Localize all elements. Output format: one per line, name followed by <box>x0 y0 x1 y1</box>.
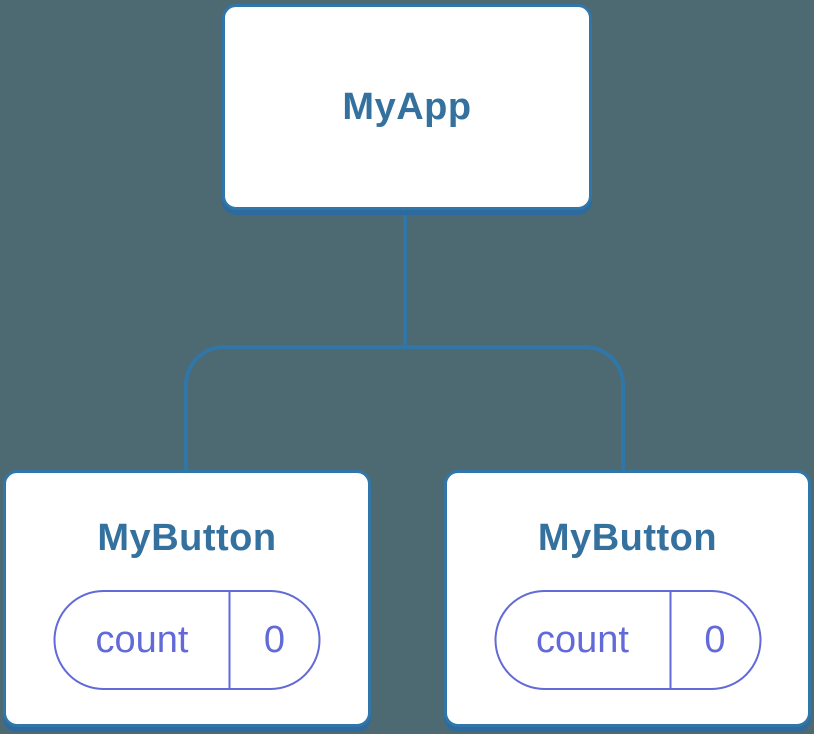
state-value: 0 <box>228 592 319 688</box>
component-node-myapp: MyApp <box>222 4 592 210</box>
state-name: count <box>536 618 629 661</box>
component-node-mybutton-left: MyButton count 0 <box>3 470 371 727</box>
node-label: MyButton <box>97 517 277 559</box>
node-label: MyApp <box>342 85 472 128</box>
node-label: MyButton <box>537 517 718 559</box>
connector-children-bracket <box>184 345 625 470</box>
state-pill: count 0 <box>53 590 321 690</box>
state-value: 0 <box>669 592 759 688</box>
component-node-mybutton-right: MyButton count 0 <box>444 470 811 727</box>
connector-root-stem <box>403 210 407 349</box>
state-pill: count 0 <box>494 590 761 690</box>
state-name: count <box>95 618 189 661</box>
